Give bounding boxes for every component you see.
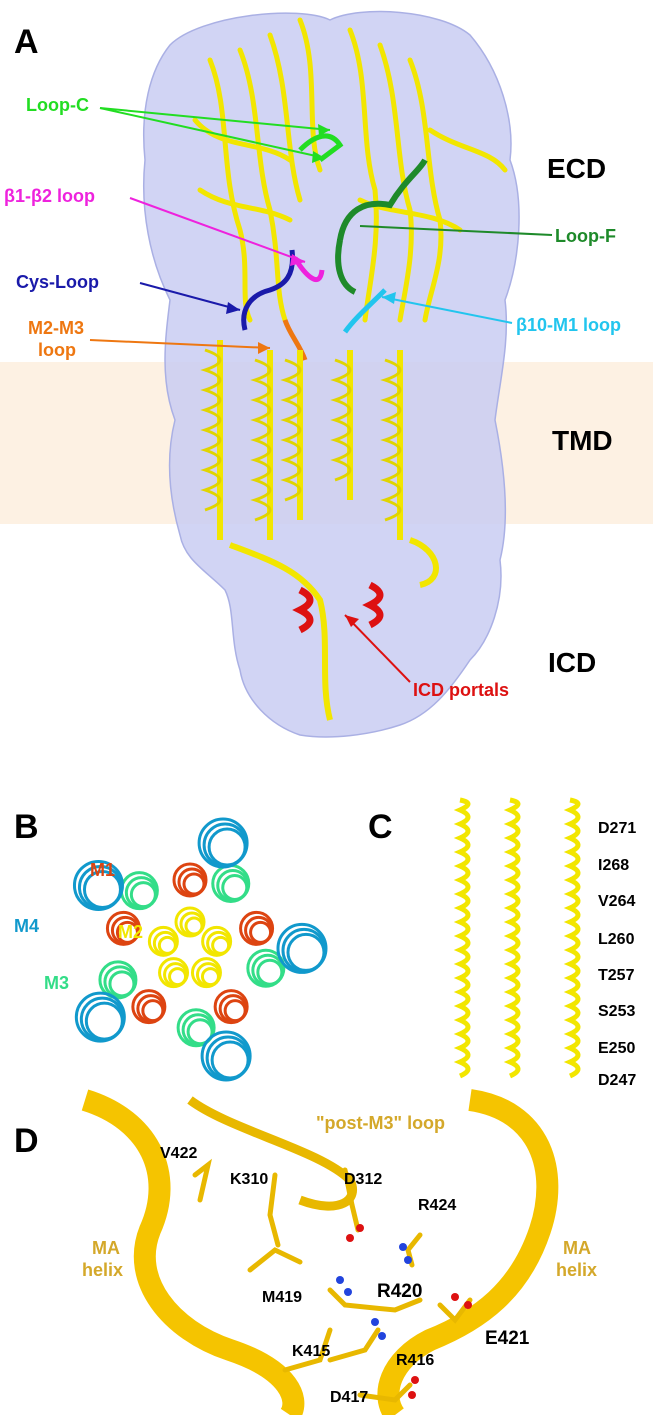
- residue-label-d247: D247: [598, 1072, 636, 1089]
- m1-helix: [115, 920, 139, 944]
- m2-helix-1: [453, 797, 471, 1079]
- m3-helix: [129, 881, 157, 909]
- side-chain-atoms: [336, 1224, 472, 1399]
- m4-helix: [82, 869, 122, 909]
- m2m3-loop-ribbon: [282, 319, 308, 361]
- ma-helix-left-label-1: MA: [92, 1238, 120, 1258]
- loop-c-label: Loop-C: [26, 95, 89, 115]
- residue-k310: K310: [230, 1171, 268, 1188]
- residue-label-l260: L260: [598, 931, 635, 948]
- m4-helix: [207, 827, 247, 867]
- residue-label-d271: D271: [598, 820, 636, 837]
- m1-helix: [249, 920, 273, 944]
- residue-label-v264: V264: [598, 893, 635, 910]
- m4-helix: [84, 1001, 124, 1041]
- ma-helix-right-label-1: MA: [563, 1238, 591, 1258]
- m3-helix: [186, 1018, 214, 1046]
- m2-helix: [200, 967, 220, 987]
- panel-d-letter: D: [14, 1122, 39, 1160]
- b1b2-loop-label: β1-β2 loop: [4, 186, 95, 206]
- ma-helix-right-label-2: helix: [556, 1260, 597, 1280]
- m2-helix-3: [563, 797, 581, 1079]
- residue-e421: E421: [485, 1328, 530, 1349]
- ma-helix-left-ribbon: [81, 1089, 305, 1415]
- tmd-helix-turns: [200, 348, 402, 522]
- residue-r416: R416: [396, 1352, 434, 1369]
- residue-label-e250: E250: [598, 1040, 635, 1057]
- residue-m419: M419: [262, 1289, 302, 1306]
- protein-surface: [142, 10, 520, 738]
- tmd-label: TMD: [552, 425, 613, 456]
- residue-r424: R424: [418, 1197, 456, 1214]
- panel-b-letter: B: [14, 808, 39, 846]
- icd-helix-right: [408, 537, 439, 588]
- post-m3-loop-label: "post-M3" loop: [316, 1113, 445, 1133]
- m3-helix: [256, 958, 284, 986]
- m2m3-loop-label-2: loop: [38, 340, 76, 360]
- panel-a-letter: A: [14, 23, 39, 61]
- residue-label-t257: T257: [598, 967, 635, 984]
- b10m1-loop-ribbon: [342, 288, 387, 334]
- panel-d: D "post-M3" loop MA helix MA helix V422 …: [0, 1089, 653, 1415]
- m2-helix: [211, 935, 231, 955]
- m1-helix: [141, 999, 165, 1023]
- residue-k415: K415: [292, 1343, 330, 1360]
- icd-portal-left: [292, 586, 314, 634]
- residue-r420: R420: [377, 1281, 422, 1302]
- m1-helix: [182, 872, 206, 896]
- m1-label: M1: [90, 860, 115, 880]
- post-m3-loop-ribbon: [187, 1096, 357, 1211]
- m4-label: M4: [14, 916, 39, 936]
- cys-loop-ribbon: [241, 249, 296, 331]
- cys-loop-label: Cys-Loop: [16, 272, 99, 292]
- m2m3-loop-label-1: M2-M3: [28, 318, 84, 338]
- panel-a: A ECD TMD ICD Loop-C β1-β2 loop Cys-Loop…: [0, 10, 653, 738]
- panel-c-letter: C: [368, 808, 393, 846]
- ma-helix-right-ribbon: [377, 1089, 559, 1415]
- residue-d417: D417: [330, 1389, 368, 1406]
- m2-helix: [168, 967, 188, 987]
- panel-b: B M1 M2 M3 M4: [14, 808, 328, 1082]
- icd-portal-right: [362, 581, 384, 629]
- ma-helix-left-label-2: helix: [82, 1260, 123, 1280]
- m4-helix: [210, 1040, 250, 1080]
- residue-label-i268: I268: [598, 857, 629, 874]
- m2-helices: [453, 797, 581, 1079]
- annotation-arrows: [89, 107, 553, 683]
- ecd-label: ECD: [547, 153, 606, 184]
- b10m1-loop-label: β10-M1 loop: [516, 315, 621, 335]
- m2-helix-2: [503, 797, 521, 1079]
- loop-f-label: Loop-F: [555, 226, 616, 246]
- m4-helix: [286, 932, 326, 972]
- residue-v422: V422: [160, 1145, 197, 1162]
- m1-helix: [223, 999, 247, 1023]
- loop-c-ribbon: [298, 133, 344, 162]
- pentamer-helices: [72, 817, 328, 1082]
- side-chains: [192, 1158, 473, 1403]
- loop-f-ribbon: [335, 158, 428, 295]
- m3-label: M3: [44, 973, 69, 993]
- m3-helix: [108, 970, 136, 998]
- icd-portals-label: ICD portals: [413, 680, 509, 700]
- m3-helix: [221, 874, 249, 902]
- m2-label: M2: [118, 922, 143, 942]
- m2-helix: [184, 916, 204, 936]
- icd-helix: [228, 542, 333, 721]
- ecd-ribbons: [192, 17, 508, 323]
- residue-d312: D312: [344, 1171, 382, 1188]
- icd-label: ICD: [548, 647, 596, 678]
- residue-label-s253: S253: [598, 1003, 635, 1020]
- m2-helix: [157, 935, 177, 955]
